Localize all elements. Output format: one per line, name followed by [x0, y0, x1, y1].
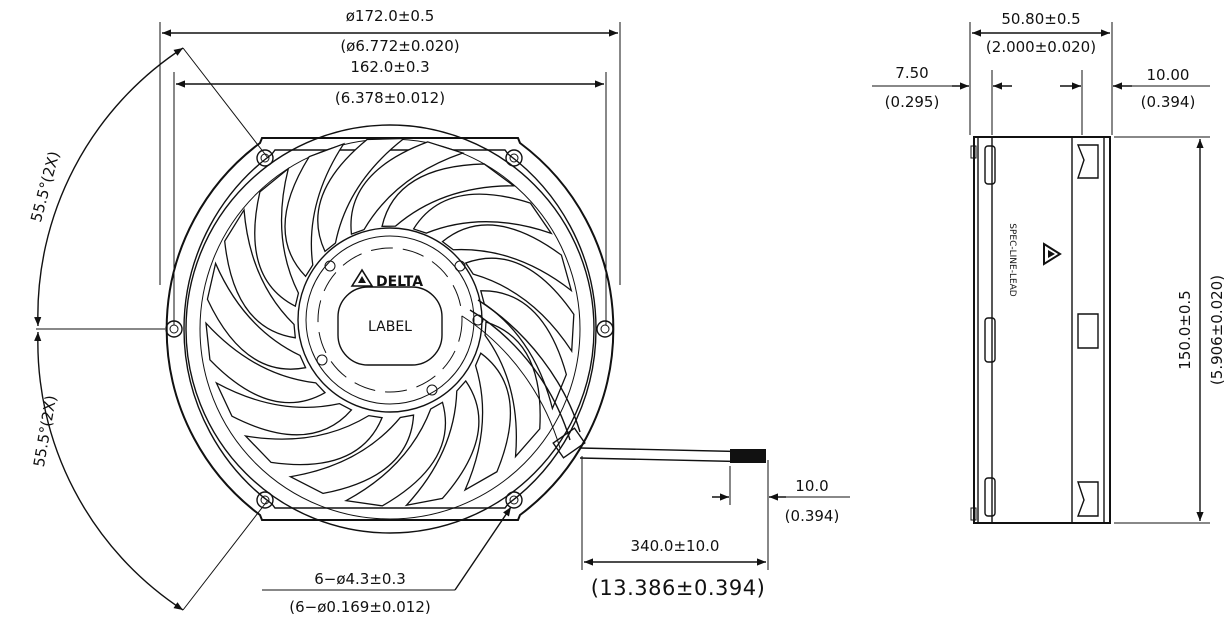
mounting-hole-icon	[256, 491, 274, 509]
fan-blade	[412, 193, 553, 235]
fan-blade	[381, 163, 516, 227]
lead-length-inch-text: (13.386±0.394)	[591, 576, 766, 600]
depth-text: 50.80±0.5	[1001, 10, 1080, 28]
hole-spacing-inch-text: (6.378±0.012)	[335, 89, 445, 107]
fan-blade	[441, 224, 573, 293]
label-text: LABEL	[368, 319, 412, 335]
mounting-hole-icon	[596, 320, 614, 338]
height-inch-text: (5.906±0.020)	[1208, 275, 1226, 385]
fan-blades	[205, 137, 575, 507]
fan-blade	[463, 352, 512, 492]
fan-blade	[224, 207, 297, 339]
height-dimension: 150.0±0.5 (5.906±0.020)	[1114, 136, 1226, 524]
fan-blade	[404, 379, 480, 507]
mounting-hole-icon	[505, 149, 523, 167]
angle-upper-text: 55.5°(2X)	[27, 149, 63, 224]
fan-blade	[317, 137, 406, 253]
fan-blade	[205, 321, 327, 404]
side-marking-text: SPEC-LINE-LEAD	[1007, 223, 1017, 297]
depth-dimension: 50.80±0.5 (2.000±0.020)	[969, 10, 1113, 135]
lead-wire	[461, 299, 769, 570]
delta-logo-icon	[1043, 242, 1062, 266]
mounting-holes	[165, 149, 614, 509]
outer-diameter-text: ø172.0±0.5	[346, 7, 435, 25]
brand-text: DELTA	[376, 274, 423, 290]
strip-length-text: 10.0	[795, 477, 828, 495]
depth-inch-text: (2.000±0.020)	[986, 38, 1096, 56]
strip-length-inch-text: (0.394)	[785, 507, 840, 525]
delta-logo-icon	[350, 268, 374, 287]
fan-blade	[288, 414, 415, 495]
outer-diameter-dimension: ø172.0±0.5 (ø6.772±0.020)	[159, 7, 621, 285]
fan-blade	[254, 166, 300, 308]
hole-spacing-dimension: 162.0±0.3 (6.378±0.012)	[173, 58, 607, 325]
mounting-hole-icon	[165, 320, 183, 338]
label-area	[337, 286, 443, 366]
right-offset-text: 10.00	[1147, 66, 1190, 84]
side-view: 50.80±0.5 (2.000±0.020) 7.50 (0.295) 10.…	[872, 10, 1226, 524]
left-offset-text: 7.50	[895, 64, 928, 82]
lead-length-dimension: 340.0±10.0 (13.386±0.394)	[584, 537, 766, 600]
holes-text: 6−ø4.3±0.3	[314, 570, 406, 588]
lead-length-text: 340.0±10.0	[631, 537, 720, 555]
strip-length-dimension: 10.0 (0.394)	[712, 466, 850, 525]
fan-hub: DELTA LABEL	[297, 227, 484, 413]
mounting-hole-icon	[505, 491, 523, 509]
right-offset-dimension: 10.00 (0.394)	[1060, 66, 1210, 135]
fan-blade	[206, 261, 307, 370]
angle-lower-text: 55.5°(2X)	[30, 394, 60, 468]
holes-inch-text: (6−ø0.169±0.012)	[289, 598, 430, 616]
stripped-wire-end	[730, 449, 766, 463]
front-view: ø172.0±0.5 (ø6.772±0.020) 162.0±0.3 (6.3…	[27, 7, 850, 616]
hole-callout: 6−ø4.3±0.3 (6−ø0.169±0.012)	[262, 506, 512, 616]
right-offset-inch-text: (0.394)	[1141, 93, 1196, 111]
fan-blade	[479, 290, 568, 411]
outer-diameter-inch-text: (ø6.772±0.020)	[340, 37, 459, 55]
mounting-hole-icon	[256, 149, 274, 167]
fan-blade	[214, 381, 353, 436]
side-body: SPEC-LINE-LEAD	[970, 136, 1111, 524]
left-offset-dimension: 7.50 (0.295)	[872, 64, 1012, 135]
fan-blade	[464, 257, 575, 354]
fan-blade	[350, 141, 465, 235]
fan-blade	[284, 142, 346, 278]
fan-blade	[243, 414, 383, 466]
left-offset-inch-text: (0.295)	[885, 93, 940, 111]
height-text: 150.0±0.5	[1176, 290, 1194, 369]
fan-blade	[343, 401, 447, 507]
hole-spacing-text: 162.0±0.3	[350, 58, 429, 76]
fan-blade	[484, 321, 541, 459]
